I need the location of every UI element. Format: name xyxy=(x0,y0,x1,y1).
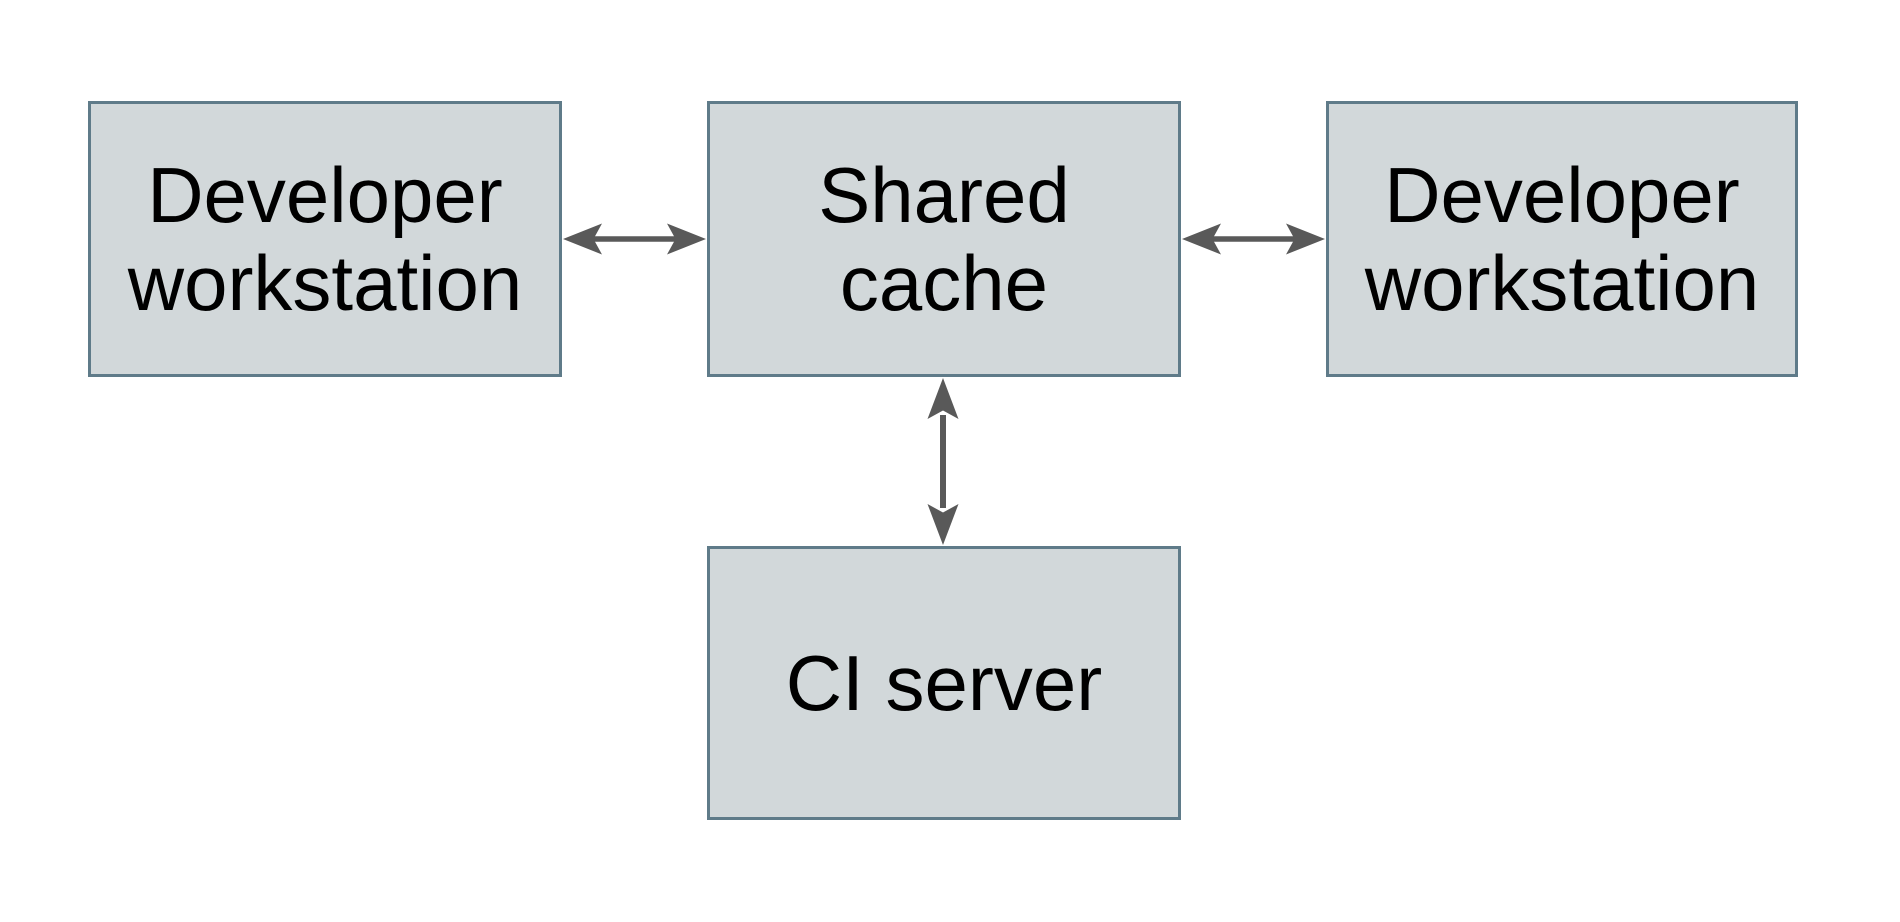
node-developer-workstation-left-label: Developer workstation xyxy=(127,151,523,327)
node-developer-workstation-left: Developer workstation xyxy=(88,101,562,377)
node-shared-cache-label: Shared cache xyxy=(818,151,1070,327)
bidirectional-arrow-cache-right-workstation xyxy=(1182,223,1325,255)
node-developer-workstation-right-label: Developer workstation xyxy=(1364,151,1760,327)
node-shared-cache: Shared cache xyxy=(707,101,1181,377)
node-developer-workstation-right: Developer workstation xyxy=(1326,101,1798,377)
node-ci-server-label: CI server xyxy=(785,639,1103,727)
node-ci-server: CI server xyxy=(707,546,1181,820)
bidirectional-arrow-cache-ci-server xyxy=(927,378,959,545)
bidirectional-arrow-left-workstation-cache xyxy=(563,223,706,255)
